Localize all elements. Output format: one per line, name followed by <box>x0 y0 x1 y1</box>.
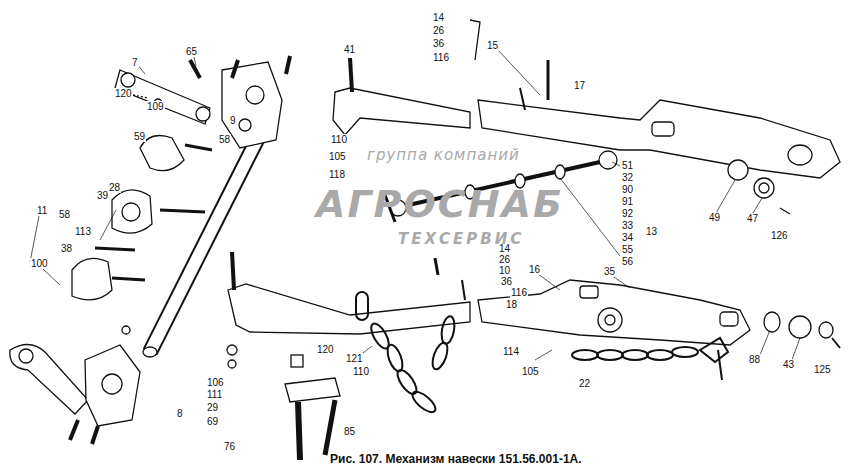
callout-number: 13 <box>645 226 658 237</box>
callout-number: 9 <box>229 115 237 126</box>
callout-number: 49 <box>708 212 721 223</box>
callout-number: 28 <box>108 182 121 193</box>
callout-number: 10 <box>498 265 511 276</box>
callout-number: 41 <box>343 44 356 55</box>
callout-number: 36 <box>500 276 513 287</box>
callout-number: 51 <box>621 160 634 171</box>
callout-number: 55 <box>621 244 634 255</box>
callout-number: 91 <box>621 196 634 207</box>
callout-number: 120 <box>114 88 133 99</box>
callout-number: 7 <box>131 57 139 68</box>
callout-number: 47 <box>746 213 759 224</box>
callout-number: 43 <box>782 359 795 370</box>
watermark: ТЕХСЕРВИС <box>398 230 524 248</box>
callout-number: 121 <box>345 353 364 364</box>
callout-number: 116 <box>432 52 450 63</box>
callout-number: 76 <box>223 441 236 452</box>
callout-number: 26 <box>498 254 511 265</box>
callout-number: 106 <box>206 377 225 388</box>
callout-number: 36 <box>432 38 445 49</box>
callout-number: 69 <box>206 416 219 427</box>
callout-number: 58 <box>58 209 71 220</box>
watermark: группа компаний <box>367 146 520 164</box>
callout-number: 8 <box>176 408 184 419</box>
callout-number: 116 <box>510 287 528 298</box>
callout-number: 125 <box>813 364 832 375</box>
callout-number: 18 <box>505 299 518 310</box>
callout-number: 113 <box>74 226 92 237</box>
callout-number: 109 <box>146 101 165 112</box>
callout-number: 100 <box>30 258 49 269</box>
callout-number: 126 <box>770 230 789 241</box>
callout-number: 118 <box>328 169 346 180</box>
callout-number: 120 <box>316 344 335 355</box>
callout-number: 56 <box>621 256 634 267</box>
callout-number: 22 <box>578 378 591 389</box>
callout-number: 33 <box>621 220 634 231</box>
callout-number: 88 <box>748 354 761 365</box>
callout-number: 105 <box>521 366 540 377</box>
callout-number: 92 <box>621 208 634 219</box>
callout-number: 58 <box>218 134 231 145</box>
callout-number: 11 <box>36 205 48 216</box>
callout-number: 26 <box>432 25 445 36</box>
figure-caption: Рис. 107. Механизм навески 151.56.001-1А… <box>330 452 582 466</box>
callout-number: 85 <box>343 426 356 437</box>
callout-number: 16 <box>528 264 541 275</box>
callout-number: 110 <box>330 134 348 145</box>
callout-number: 32 <box>621 172 634 183</box>
watermark: АГРОСНАБ <box>316 182 564 226</box>
callout-number: 65 <box>185 46 198 57</box>
callout-number: 105 <box>328 151 347 162</box>
callout-number: 110 <box>352 366 370 377</box>
callout-number: 29 <box>206 402 219 413</box>
callout-number: 38 <box>60 243 73 254</box>
callout-number: 15 <box>486 40 499 51</box>
callout-number: 17 <box>573 80 586 91</box>
callout-number: 14 <box>432 12 445 23</box>
callout-number: 111 <box>206 389 223 400</box>
callout-number: 59 <box>133 131 146 142</box>
callout-number: 34 <box>621 232 634 243</box>
callout-number: 35 <box>603 266 616 277</box>
callout-number: 114 <box>502 346 520 357</box>
callout-number: 90 <box>621 184 634 195</box>
callout-number: 39 <box>96 190 109 201</box>
